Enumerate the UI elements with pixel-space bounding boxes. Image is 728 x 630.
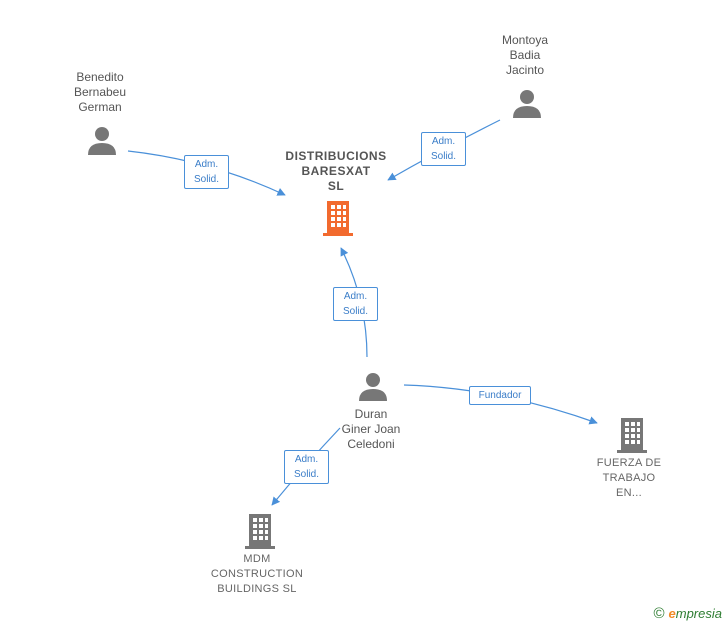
node-label-fuerza[interactable]: FUERZA DE TRABAJO EN... (579, 456, 679, 501)
node-label-line: SL (327, 179, 345, 193)
node-label-line: Celedoni (347, 437, 395, 451)
edge-label-line: Adm. (194, 159, 219, 170)
edge-label-line: Solid. (193, 174, 219, 185)
edge-label-line: Solid. (293, 469, 319, 480)
node-label-mdm[interactable]: MDM CONSTRUCTION BUILDINGS SL (197, 552, 317, 597)
edge-label-line: Adm. (294, 454, 319, 465)
node-label-line: TRABAJO (602, 472, 656, 484)
node-label-line: DISTRIBUCIONS (285, 149, 387, 163)
edge-label-benedito-main: Adm. Solid. (184, 155, 229, 189)
edge-label-line: Adm. (343, 291, 368, 302)
edge-label-duran-mdm: Adm. Solid. (284, 450, 329, 484)
brand-initial: e (668, 606, 676, 621)
edge-label-duran-main: Adm. Solid. (333, 287, 378, 321)
brand-name: mpresia (675, 606, 722, 621)
person-icon[interactable] (358, 372, 388, 402)
node-label-line: Duran (354, 407, 388, 421)
brand-watermark: ©empresia (653, 605, 722, 622)
node-label-line: Benedito (76, 70, 124, 84)
node-label-main[interactable]: DISTRIBUCIONS BARESXAT SL (276, 149, 396, 194)
node-label-line: FUERZA DE (596, 457, 662, 469)
edge-label-line: Fundador (478, 390, 522, 401)
edge-label-line: Solid. (430, 151, 456, 162)
edge-label-line: Solid. (342, 306, 368, 317)
node-label-line: Jacinto (505, 63, 545, 77)
node-label-line: MDM (243, 553, 271, 565)
node-label-montoya[interactable]: Montoya Badia Jacinto (475, 33, 575, 78)
node-label-line: Badia (509, 48, 541, 62)
node-label-line: BUILDINGS SL (217, 583, 297, 595)
person-icon[interactable] (512, 89, 542, 119)
copyright-symbol: © (653, 605, 665, 622)
edge-label-line: Adm. (431, 136, 456, 147)
node-label-line: BARESXAT (301, 164, 371, 178)
node-label-line: Bernabeu (73, 85, 127, 99)
building-icon[interactable] (244, 513, 276, 549)
node-label-line: Montoya (501, 33, 549, 47)
edge-label-duran-fuerza: Fundador (469, 386, 531, 405)
node-label-line: EN... (616, 487, 642, 499)
node-label-duran[interactable]: Duran Giner Joan Celedoni (321, 407, 421, 452)
edge-label-montoya-main: Adm. Solid. (421, 132, 466, 166)
node-label-line: Giner Joan (341, 422, 401, 436)
person-icon[interactable] (87, 126, 117, 156)
building-icon-main[interactable] (322, 200, 354, 236)
node-label-line: CONSTRUCTION (210, 568, 304, 580)
building-icon[interactable] (616, 417, 648, 453)
node-label-benedito[interactable]: Benedito Bernabeu German (50, 70, 150, 115)
node-label-line: German (78, 100, 122, 114)
